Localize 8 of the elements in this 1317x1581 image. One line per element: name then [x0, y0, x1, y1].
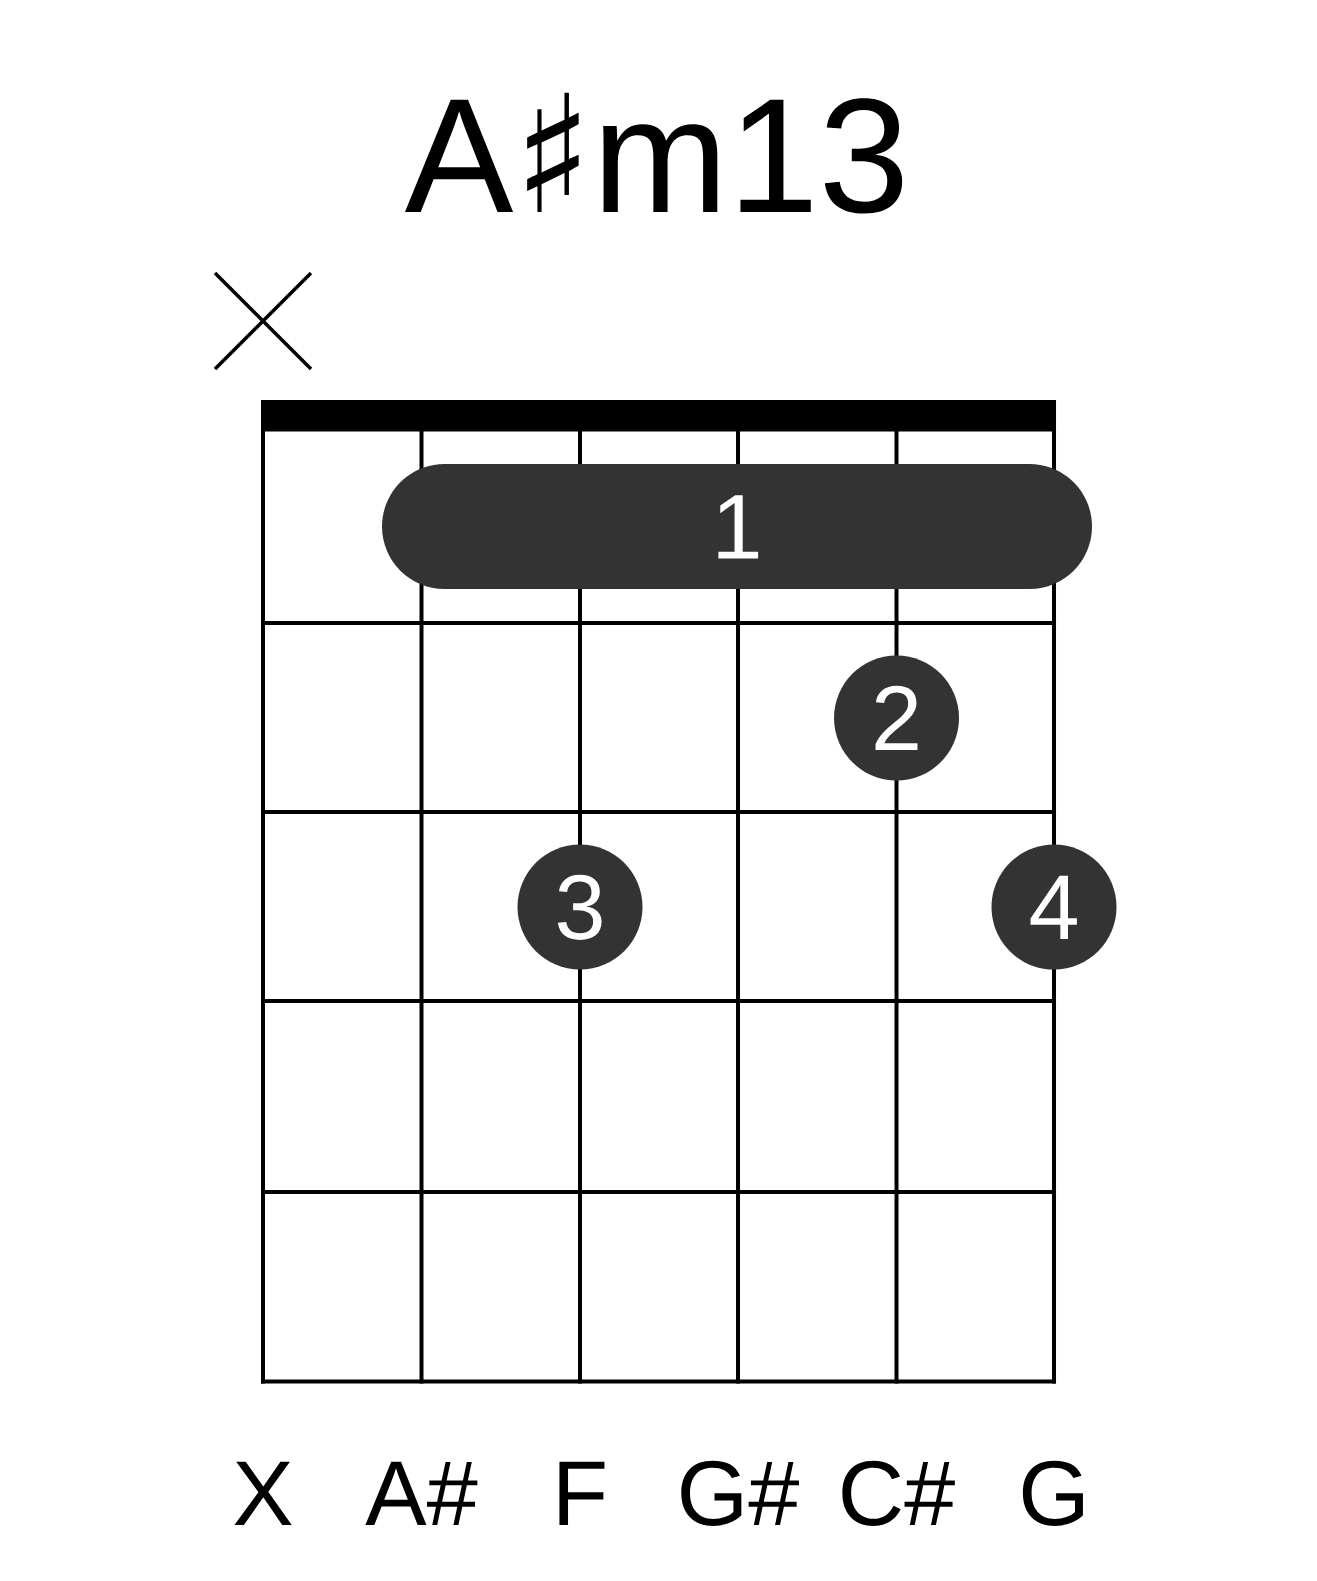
string-note: G	[1022, 1460, 1083, 1526]
string-note: A#	[365, 1461, 478, 1525]
string-note: X	[234, 1461, 292, 1525]
string-note: G#	[681, 1460, 799, 1526]
string-note: C#	[842, 1460, 955, 1526]
string-note: F	[559, 1461, 605, 1525]
chord-title: A♯m13	[405, 92, 903, 214]
barre-bar: 1	[382, 464, 1092, 589]
